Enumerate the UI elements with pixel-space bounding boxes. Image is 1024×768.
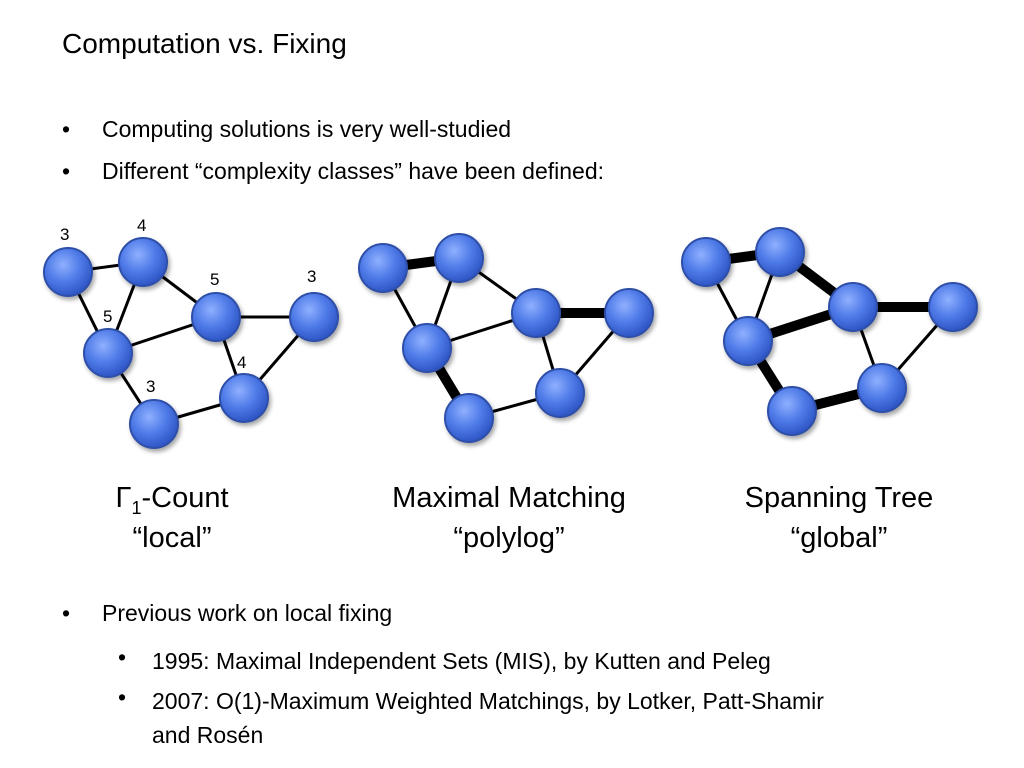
graph2-nodes (358, 233, 654, 443)
degree-label: 3 (60, 225, 69, 244)
graph-node (755, 227, 805, 277)
caption-line2: “polylog” (453, 522, 565, 554)
graph-diagrams: 3 4 5 3 5 4 3 (43, 216, 978, 449)
bullet-dot-icon: • (62, 116, 71, 142)
graph-node (129, 399, 179, 449)
graph3-nodes (681, 227, 978, 436)
graph-node (191, 292, 241, 342)
degree-label: 3 (146, 377, 155, 396)
graph-node (511, 288, 561, 338)
caption-line2: “local” (132, 522, 212, 554)
graph-node (604, 288, 654, 338)
caption-line2: “global” (790, 522, 888, 554)
sub-bullet-text: 1995: Maximal Independent Sets (MIS), by… (152, 648, 771, 674)
degree-label: 3 (307, 267, 316, 286)
graph-spanning-tree (681, 227, 978, 436)
graph-node (444, 393, 494, 443)
caption-spanning-tree: Spanning Tree “global” (679, 478, 999, 558)
bullet-dot-icon: • (118, 644, 127, 670)
graph-node (857, 363, 907, 413)
graph-node (828, 282, 878, 332)
sub-bullet-text: 2007: O(1)-Maximum Weighted Matchings, b… (152, 688, 824, 714)
caption-gamma-count: Γ1-Count “local” (12, 478, 332, 558)
graph-node (83, 328, 133, 378)
degree-label: 5 (210, 270, 219, 289)
graph-node (402, 323, 452, 373)
sub-bullet-text: and Rosén (152, 722, 264, 748)
graph-node (219, 373, 269, 423)
bullet-dot-icon: • (62, 158, 71, 184)
caption-line1: Spanning Tree (744, 482, 934, 514)
bullet-dot-icon: • (62, 600, 71, 626)
graph-node (43, 247, 93, 297)
bullet-text: Different “complexity classes” have been… (102, 158, 605, 184)
graph1-degree-labels: 3 4 5 3 5 4 3 (60, 216, 316, 396)
graph-node (535, 368, 585, 418)
bullet-dot-icon: • (118, 684, 127, 710)
graph-node (928, 282, 978, 332)
graph-maximal-matching (358, 233, 654, 443)
graph-node (434, 233, 484, 283)
graph-node (358, 243, 408, 293)
graph-node (681, 237, 731, 287)
bullet-text: Computing solutions is very well-studied (102, 116, 512, 142)
graph1-nodes (43, 237, 339, 449)
caption-maximal-matching: Maximal Matching “polylog” (349, 478, 669, 558)
caption-line1: Maximal Matching (392, 482, 626, 514)
graph-node (118, 237, 168, 287)
slide-title: Computation vs. Fixing (62, 28, 347, 59)
graph-node (723, 316, 773, 366)
caption-line1: Γ1-Count (115, 482, 229, 518)
graph-node (289, 292, 339, 342)
degree-label: 4 (237, 353, 246, 372)
graph-gamma-count: 3 4 5 3 5 4 3 (43, 216, 339, 449)
graph-node (767, 386, 817, 436)
degree-label: 4 (137, 216, 146, 235)
bullet-text: Previous work on local fixing (102, 600, 393, 626)
degree-label: 5 (103, 307, 112, 326)
